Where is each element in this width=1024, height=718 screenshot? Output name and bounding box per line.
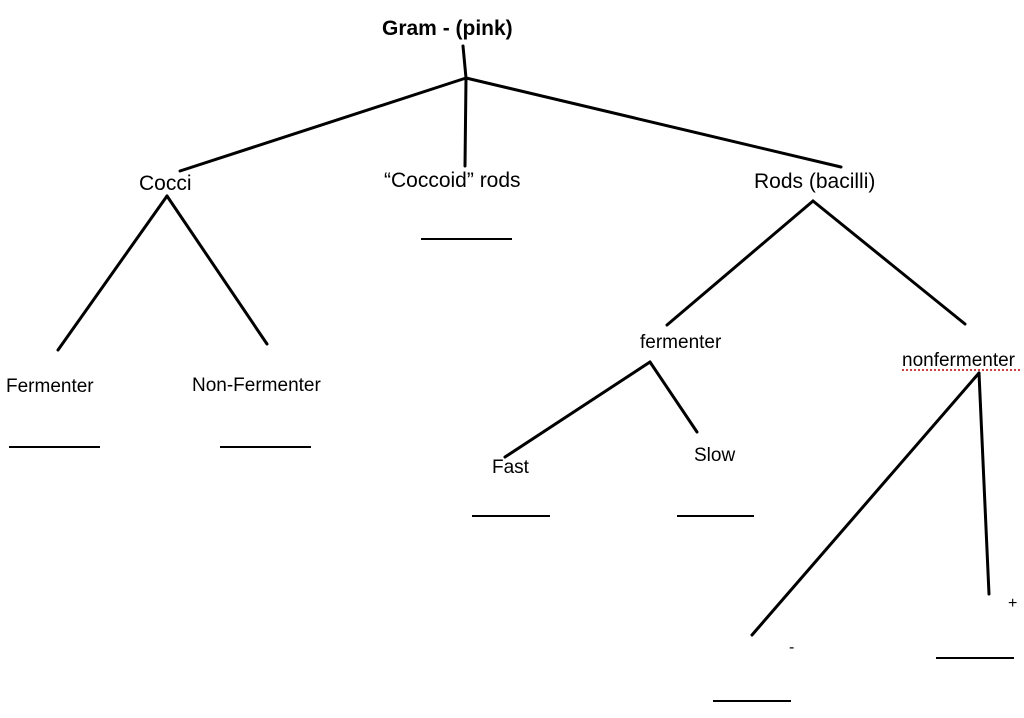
answer-blank-slow[interactable]: [677, 515, 754, 517]
edge-fermenter-fast: [503, 360, 652, 459]
edge-fermenter-slow: [648, 360, 699, 434]
edge-rods-nonfermenter: [811, 199, 967, 326]
node-slow: Slow: [694, 445, 736, 466]
node-rods-bacilli: Rods (bacilli): [754, 170, 876, 193]
node-coccoid-rods: “Coccoid” rods: [384, 169, 521, 192]
edge-nonfermenter-plus: [977, 371, 991, 596]
node-plus: +: [1008, 595, 1018, 612]
edge-rods-fermenter: [665, 199, 815, 327]
edge-cocci-nonfermenter: [165, 194, 269, 346]
spellcheck-underline: [902, 369, 1020, 371]
answer-blank-fermenter-cocci[interactable]: [9, 446, 100, 448]
edge-nonfermenter-minus: [750, 371, 981, 637]
node-non-fermenter-cocci: Non-Fermenter: [192, 375, 321, 396]
answer-blank-fast[interactable]: [472, 515, 550, 517]
node-minus: -: [789, 639, 795, 656]
node-nonfermenter: nonfermenter: [902, 350, 1016, 371]
edge-root-coccoid-rods: [463, 76, 468, 168]
node-fast: Fast: [492, 457, 529, 478]
edge-root-rods: [464, 76, 843, 169]
diagram-title: Gram - (pink): [382, 17, 513, 40]
answer-blank-non-fermenter-cocci[interactable]: [220, 446, 311, 448]
edge-cocci-fermenter: [56, 194, 169, 352]
node-cocci: Cocci: [139, 172, 192, 195]
edge-root-cocci: [178, 76, 468, 173]
answer-blank-plus[interactable]: [936, 657, 1014, 659]
node-fermenter-cocci: Fermenter: [6, 376, 94, 397]
edge-title-stem: [461, 44, 468, 80]
answer-blank-coccoid-rods[interactable]: [421, 238, 512, 240]
answer-blank-minus[interactable]: [713, 700, 791, 702]
node-fermenter: fermenter: [640, 332, 722, 353]
